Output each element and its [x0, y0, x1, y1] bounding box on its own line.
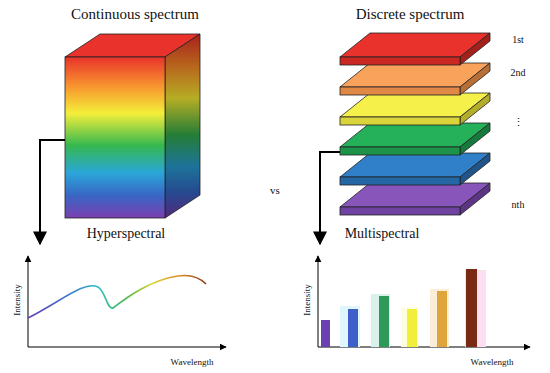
pointer-arrow [40, 140, 65, 244]
band-index: 1st [512, 35, 524, 45]
x-axis [28, 347, 226, 348]
panel-heading: Continuous spectrum [71, 7, 199, 22]
band-index: 2nd [511, 68, 526, 78]
bar-shadow [430, 289, 449, 347]
bar-shadow [401, 307, 418, 347]
spectrum-curve [28, 275, 206, 318]
axis-label: Intensity [13, 284, 22, 316]
slab [340, 123, 490, 155]
bar-shadow [465, 270, 486, 347]
slab [340, 63, 490, 95]
slab [340, 33, 490, 65]
multispectral-chart [318, 256, 530, 347]
spectral-bar [321, 320, 330, 347]
slab [340, 183, 490, 215]
bar-shadow [371, 294, 390, 347]
pointer-arrow [320, 152, 340, 244]
slab [340, 153, 490, 185]
slab [340, 93, 490, 125]
spectral-bar [348, 309, 358, 347]
band-index: nth [512, 200, 525, 210]
y-axis [318, 256, 319, 347]
continuous-cube [65, 34, 200, 218]
cube-side [165, 34, 200, 218]
comparison-mark: vs [270, 185, 280, 196]
bar-shadow [340, 306, 360, 347]
y-axis [28, 256, 29, 347]
axis-label: Intensity [303, 284, 312, 316]
spectral-bar [466, 269, 477, 347]
axis-label: Wavelength [171, 358, 214, 367]
axis-label: Wavelength [471, 358, 514, 367]
panel-caption: Hyperspectral [87, 227, 166, 241]
panel-caption: Multispectral [345, 227, 420, 241]
discrete-slabs [340, 33, 490, 215]
spectral-bar [379, 296, 389, 347]
cube-front [65, 57, 165, 218]
spectral-bar [437, 291, 447, 347]
band-index: ⋮ [513, 117, 524, 128]
spectral-bar [407, 309, 417, 347]
hyperspectral-chart [28, 256, 226, 347]
panel-heading: Discrete spectrum [356, 7, 465, 22]
